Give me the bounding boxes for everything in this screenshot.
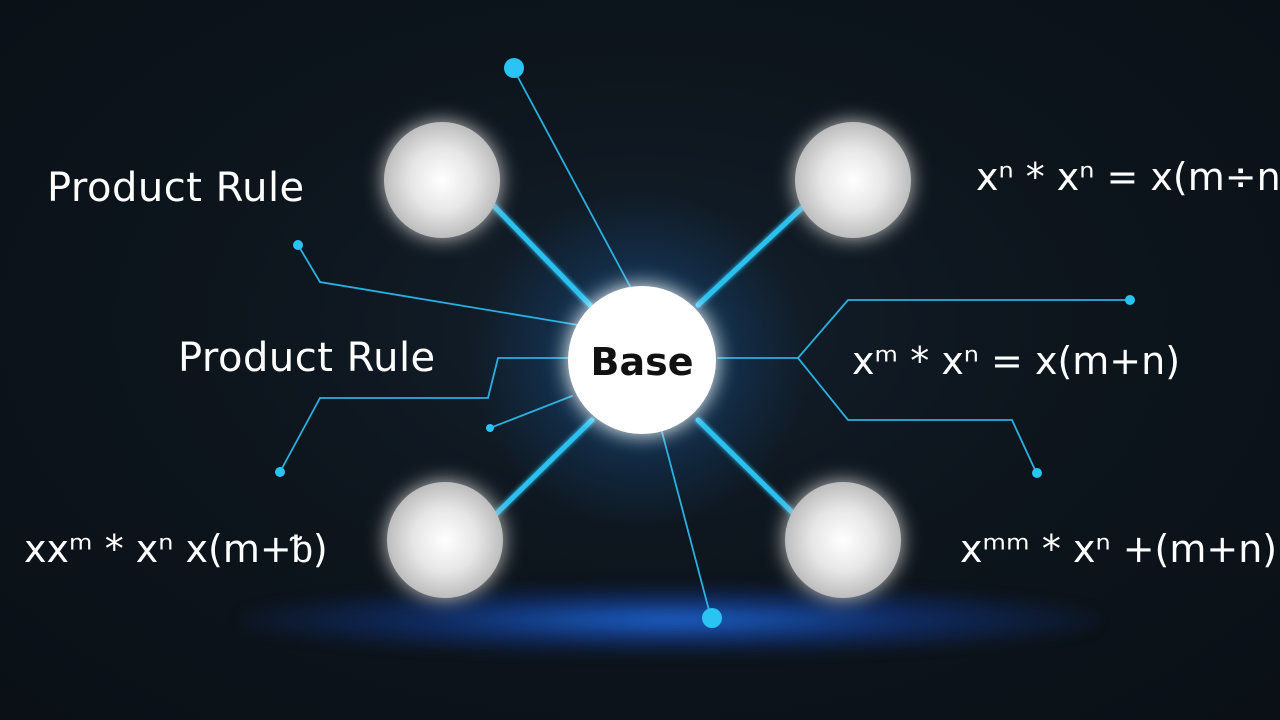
connector-top-dot [512, 67, 633, 291]
dot-right-upper [1125, 295, 1135, 305]
formula-top-right: xⁿ * xⁿ = x(m÷n [976, 155, 1280, 199]
node-bottom-left [387, 482, 503, 598]
connector-bottom-dot [661, 431, 712, 619]
dot-right-lower [1032, 468, 1042, 478]
center-label: Base [590, 340, 694, 384]
dot-left-lower [275, 467, 285, 477]
dot-top [504, 58, 524, 78]
connector-left-lower [279, 357, 569, 473]
node-top-left [384, 122, 500, 238]
connector-bottom-right [695, 417, 798, 518]
formula-bottom-right: xᵐᵐ * xⁿ +(m+n) [960, 527, 1278, 571]
dot-bottom [702, 608, 722, 628]
connector-left-small [489, 395, 573, 429]
label-product-rule-mid: Product Rule [178, 335, 436, 381]
node-bottom-right [785, 482, 901, 598]
connector-right-lower [797, 357, 1037, 473]
formula-mid-right: xᵐ * xⁿ = x(m+n) [852, 339, 1181, 383]
connector-bottom-left [492, 417, 595, 518]
dot-left-upper [293, 240, 303, 250]
center-node [568, 286, 716, 434]
connector-right-upper [717, 299, 1131, 359]
floor-glow [240, 585, 1100, 655]
connector-top-left [490, 202, 593, 308]
formula-bottom-left: xxᵐ * xⁿ x(m+ᵬ) [24, 527, 328, 571]
connector-top-right [695, 202, 808, 308]
node-top-right [795, 122, 911, 238]
connector-left-upper [297, 244, 579, 326]
dot-left-small [486, 424, 494, 432]
label-product-rule-top: Product Rule [47, 165, 305, 211]
